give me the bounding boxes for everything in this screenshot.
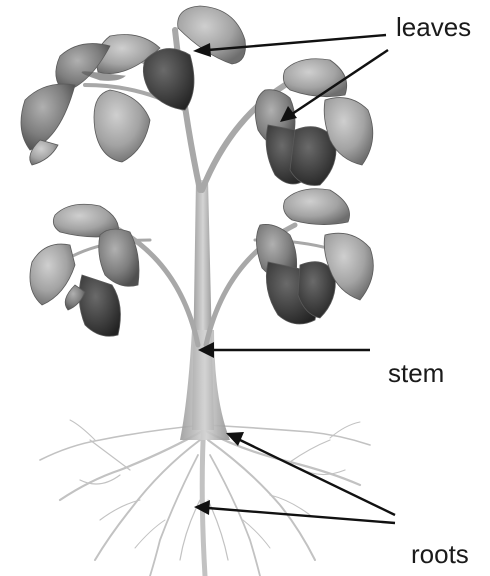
arrow-roots-lower: [194, 500, 395, 523]
label-stem: stem: [388, 360, 444, 386]
label-roots: roots: [411, 541, 469, 567]
roots-illustration: [40, 420, 370, 576]
label-leaves: leaves: [396, 14, 471, 40]
arrow-stem: [198, 342, 370, 358]
